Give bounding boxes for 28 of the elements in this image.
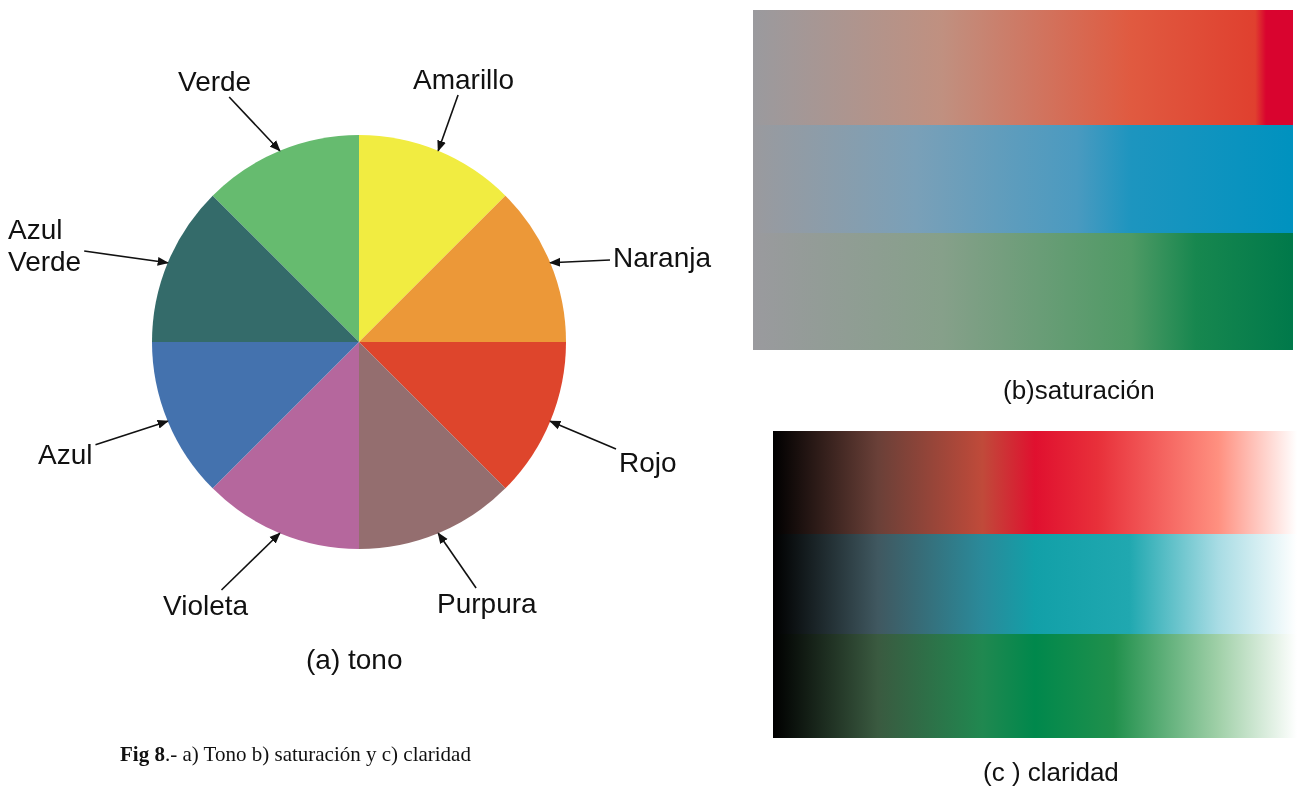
- leader-arrow: [220, 532, 281, 591]
- color-wheel-wedge: [359, 342, 566, 489]
- color-name: Azul Verde: [8, 214, 108, 278]
- color-name: Naranja: [613, 242, 712, 274]
- figure-caption: Fig 8.- a) Tono b) saturación y c) claridad: [120, 741, 471, 768]
- leader-arrow: [549, 420, 617, 450]
- color-name: Violeta: [163, 590, 249, 622]
- color-wheel-wedge: [359, 195, 566, 342]
- color-wheel-wedge: [359, 342, 506, 549]
- leader-arrow: [549, 257, 611, 267]
- color-wheel-wedge: [212, 342, 359, 549]
- panel-label: (c ) claridad: [983, 756, 1119, 787]
- leader-arrow: [94, 420, 169, 446]
- color-name: Rojo: [619, 447, 677, 479]
- color-name: Amarillo: [413, 64, 515, 96]
- color-name: Purpura: [437, 588, 537, 620]
- leader-arrow: [437, 532, 477, 589]
- leader-arrow: [437, 94, 459, 152]
- leader-arrow: [83, 250, 169, 266]
- color-wheel-wedge: [359, 135, 506, 342]
- leader-arrow: [228, 96, 281, 152]
- panel-label: (a) tono: [306, 644, 403, 676]
- color-wheel-wedge: [212, 135, 359, 342]
- panel-label: (b)saturación: [1003, 374, 1155, 406]
- color-name: Azul: [38, 439, 93, 471]
- color-wheel-wedge: [152, 342, 359, 489]
- color-wheel-wedge: [152, 195, 359, 342]
- color-name: Verde: [178, 66, 252, 98]
